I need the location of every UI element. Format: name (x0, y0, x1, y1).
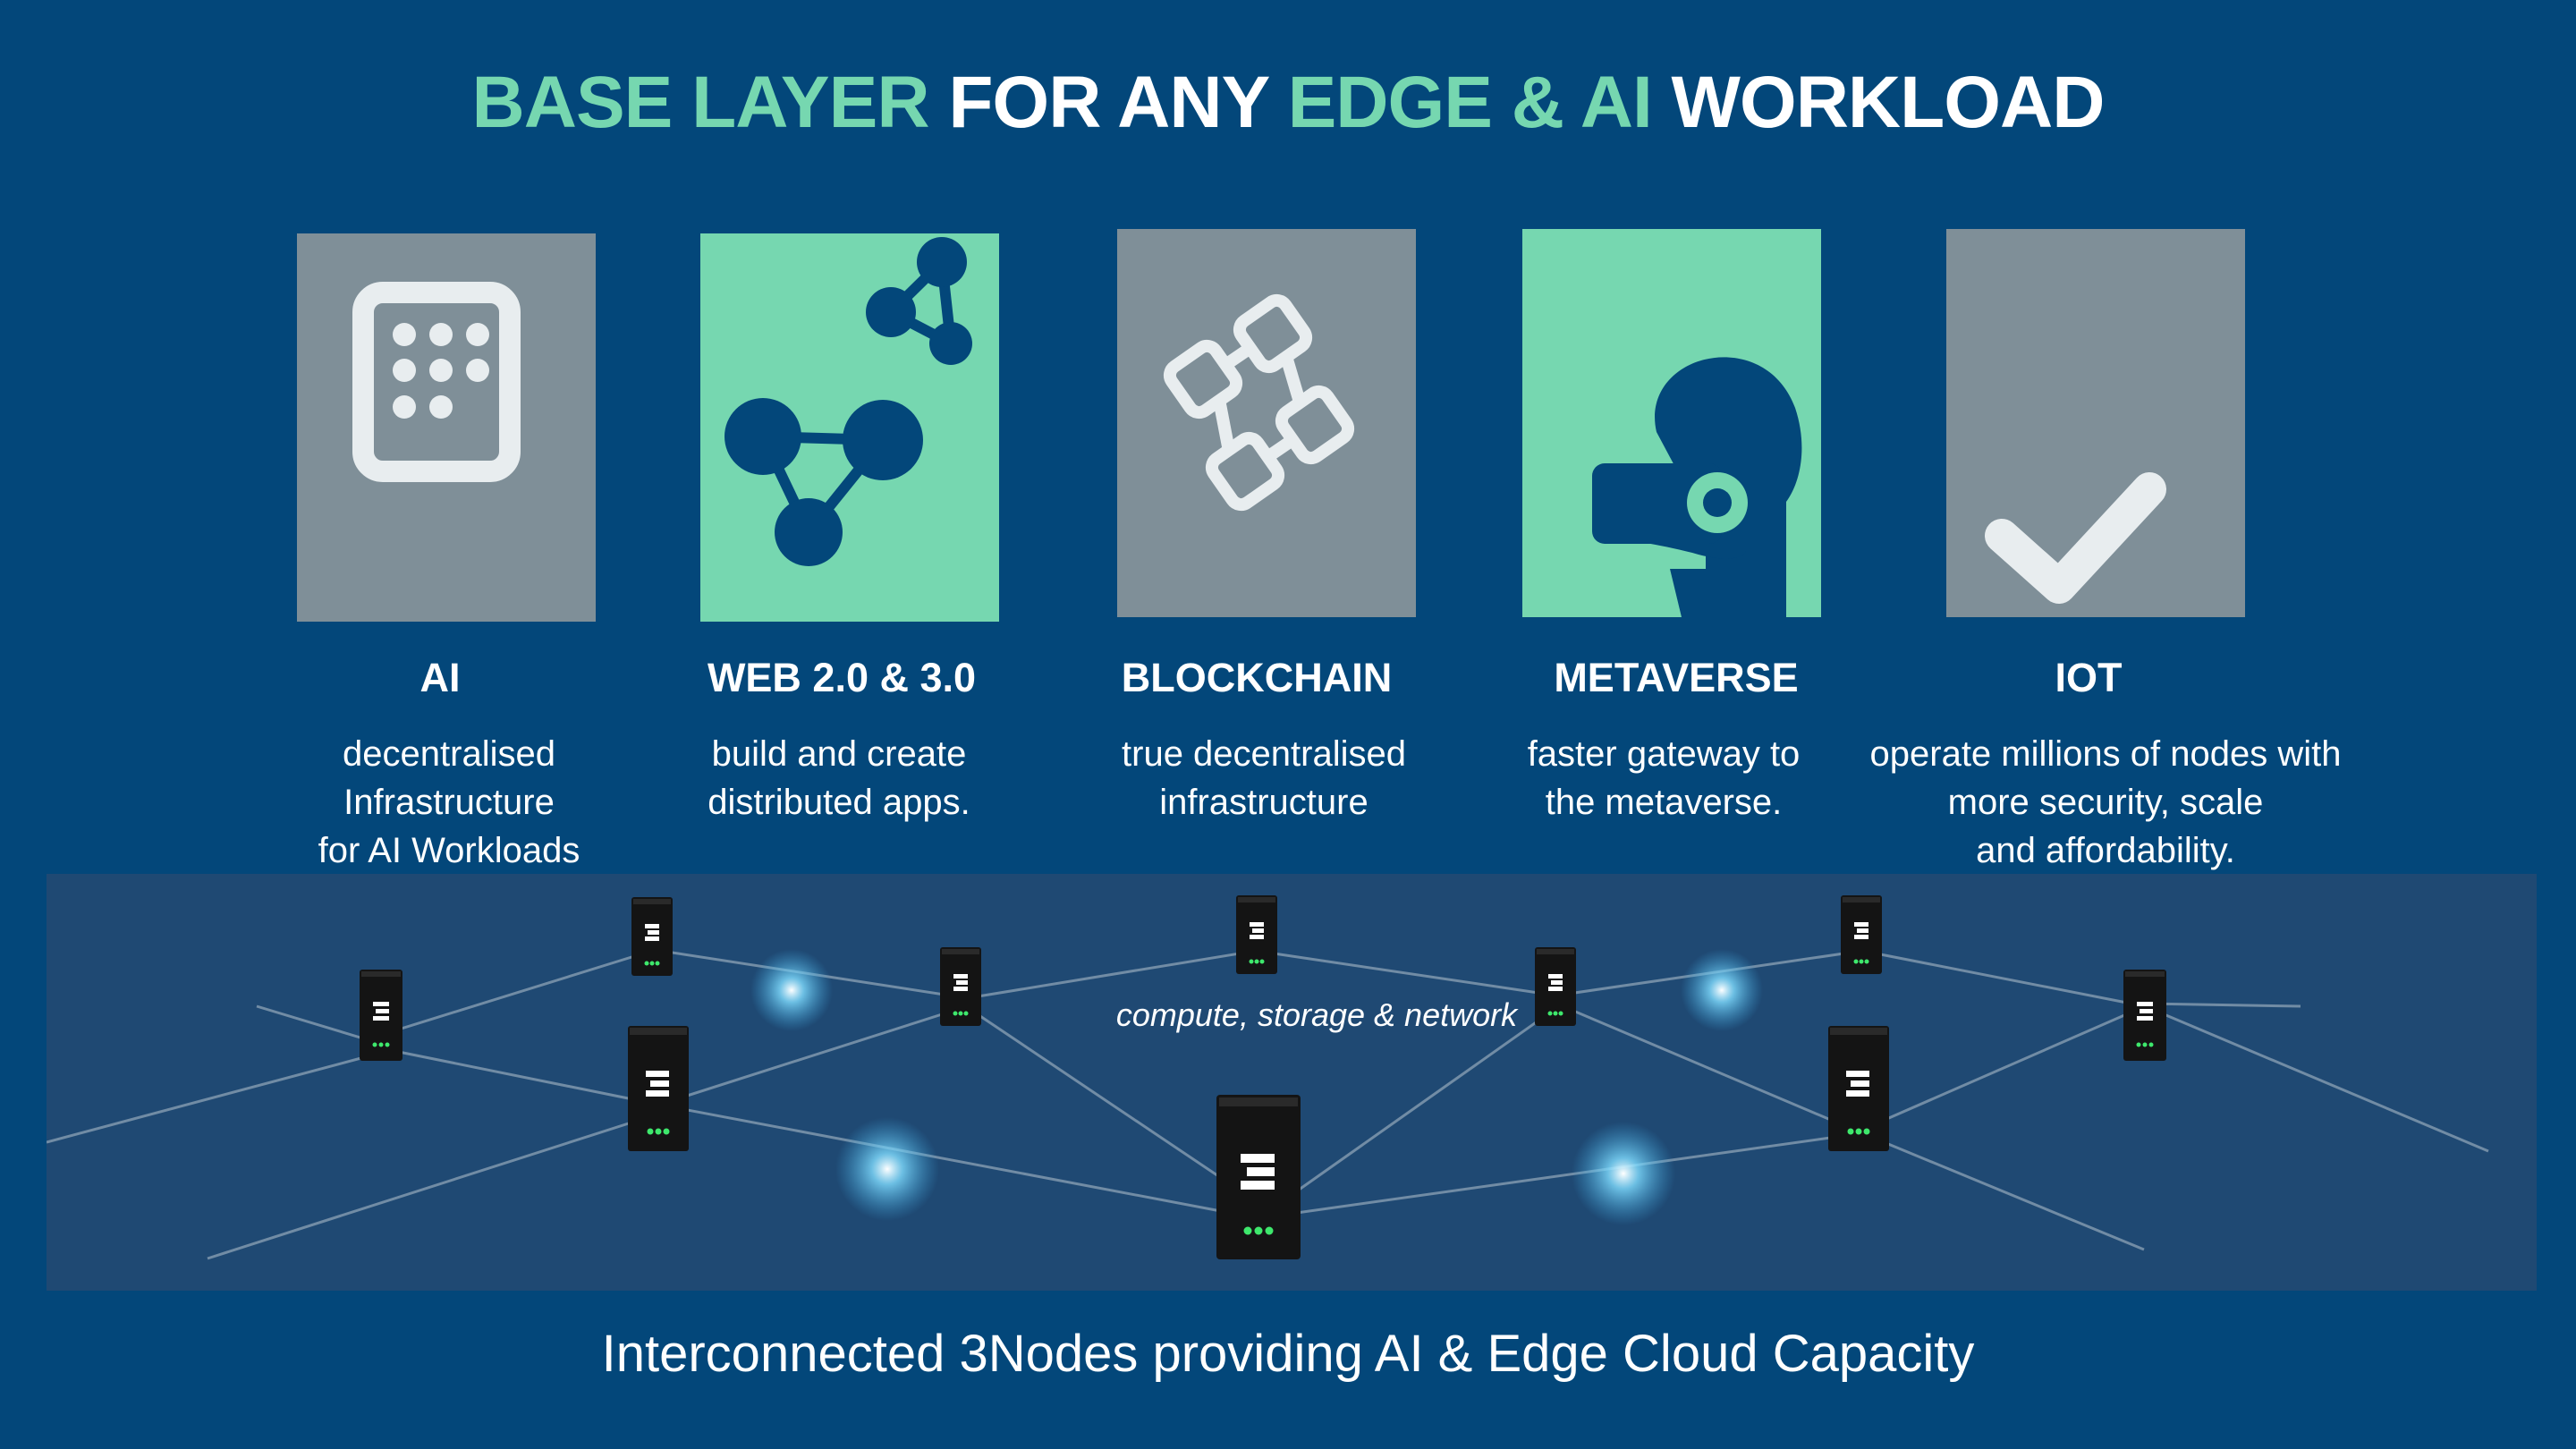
web-desc-line: build and create (711, 734, 967, 774)
server-node-icon (1535, 947, 1576, 1026)
server-node-icon (1216, 1095, 1301, 1259)
title-part-for-any: FOR ANY (928, 62, 1288, 143)
server-node-icon (631, 897, 673, 976)
iot-desc-line: operate millions of nodes with (1869, 734, 2342, 774)
metaverse-desc-line: faster gateway to (1527, 734, 1801, 774)
metaverse-tile (1522, 229, 1821, 617)
metaverse-desc-line: the metaverse. (1545, 783, 1783, 822)
network-label: compute, storage & network (1115, 996, 1518, 1033)
glow-points (750, 949, 1763, 1225)
ai-desc-line: decentralised (343, 734, 555, 774)
page-title: BASE LAYER FOR ANY EDGE & AI WORKLOAD (0, 61, 2576, 145)
metaverse-description: faster gateway to the metaverse. (1377, 730, 1950, 826)
web-description: build and create distributed apps. (553, 730, 1125, 826)
blockchain-icon (1163, 293, 1355, 512)
server-node-icon (1828, 1026, 1889, 1151)
ai-title: AI (419, 655, 461, 700)
ai-desc-line: Infrastructure (343, 783, 555, 822)
server-node-icon (2123, 970, 2166, 1061)
server-node-icon (940, 947, 981, 1026)
title-part-edge-ai: EDGE & AI (1287, 62, 1653, 143)
server-node-icon (360, 970, 402, 1061)
blockchain-tile (1117, 229, 1416, 617)
iot-desc-line: and affordability. (1976, 831, 2235, 870)
ai-description: decentralised Infrastructure for AI Work… (163, 730, 735, 875)
web-tile (700, 233, 999, 622)
server-node-icon (1236, 895, 1277, 974)
server-node-icon (628, 1026, 689, 1151)
iot-desc-line: more security, scale (1947, 783, 2264, 822)
blockchain-desc-line: true decentralised (1122, 734, 1406, 774)
network-connections (47, 948, 2489, 1260)
metaverse-title: METAVERSE (1554, 655, 1799, 700)
share-nodes-icon (724, 237, 972, 566)
iot-tile (1946, 229, 2245, 617)
blockchain-description: true decentralised infrastructure (978, 730, 1550, 826)
blockchain-desc-line: infrastructure (1159, 783, 1368, 822)
blockchain-title: BLOCKCHAIN (1121, 655, 1393, 700)
ai-desc-line: for AI Workloads (318, 831, 580, 870)
iot-title: IOT (2055, 655, 2123, 700)
title-part-workload: WORKLOAD (1651, 62, 2106, 143)
ai-tile (297, 233, 596, 622)
title-part-base-layer: BASE LAYER (471, 62, 930, 143)
checkmark-icon (1985, 472, 2166, 604)
web-title: WEB 2.0 & 3.0 (707, 655, 977, 700)
iot-description: operate millions of nodes with more secu… (1819, 730, 2392, 875)
vr-headset-icon (1592, 357, 1802, 617)
web-desc-line: distributed apps. (708, 783, 970, 822)
bottom-caption: Interconnected 3Nodes providing AI & Edg… (601, 1325, 1975, 1383)
keypad-device-icon (352, 282, 521, 482)
network-band: compute, storage & network (47, 874, 2537, 1291)
server-node-icon (1841, 895, 1882, 974)
